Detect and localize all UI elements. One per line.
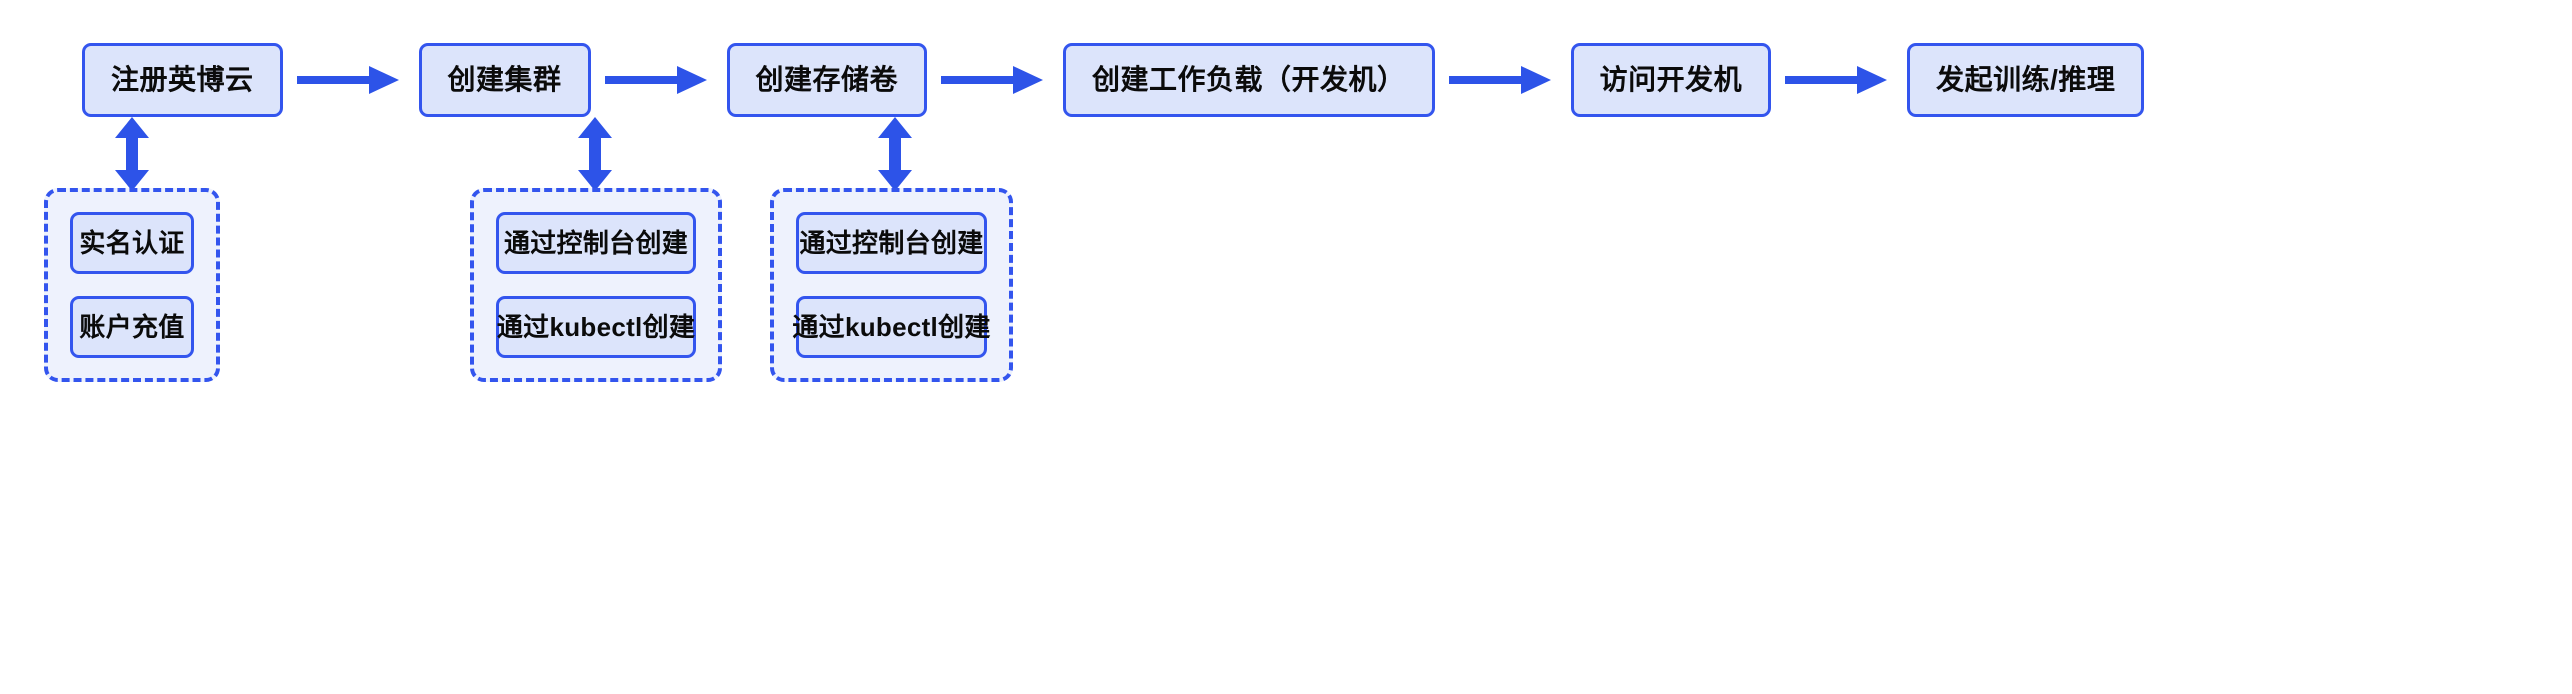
option-create-via-console[interactable]: 通过控制台创建: [796, 212, 987, 274]
arrow-shaft: [1785, 76, 1862, 84]
step-box-create-cluster[interactable]: 创建集群: [418, 43, 591, 117]
option-account-topup[interactable]: 账户充值: [70, 296, 194, 358]
arrow-shaft: [1448, 76, 1525, 84]
step-box-start-training[interactable]: 发起训练/推理: [1907, 43, 2145, 117]
arrow-head: [368, 66, 399, 94]
option-realname-verification[interactable]: 实名认证: [70, 212, 194, 274]
arrow-head: [1857, 66, 1888, 94]
arrow-shaft: [296, 76, 373, 84]
option-group-register: 实名认证 账户充值: [44, 188, 220, 382]
option-create-via-kubectl[interactable]: 通过kubectl创建: [496, 296, 696, 358]
arrow-up-down-icon: [578, 117, 612, 191]
option-create-via-console[interactable]: 通过控制台创建: [496, 212, 696, 274]
step-label: 发起训练/推理: [1936, 64, 2116, 95]
arrow-right-icon: [1785, 66, 1893, 94]
arrow-shaft: [889, 133, 901, 175]
arrow-shaft: [941, 76, 1018, 84]
arrow-right-icon: [296, 66, 405, 94]
option-label: 通过控制台创建: [799, 228, 984, 258]
step-label: 创建工作负载（开发机）: [1092, 64, 1406, 95]
option-label: 通过kubectl创建: [496, 312, 696, 342]
arrow-head-up: [115, 117, 149, 138]
option-create-via-kubectl[interactable]: 通过kubectl创建: [792, 296, 990, 358]
option-group-create-workload: 通过控制台创建 通过kubectl创建: [770, 188, 1013, 382]
option-label: 通过kubectl创建: [792, 312, 991, 342]
step-label: 创建集群: [447, 64, 562, 95]
step-box-create-workload[interactable]: 创建工作负载（开发机）: [1063, 43, 1435, 117]
option-label: 实名认证: [79, 228, 185, 258]
arrow-head-down: [578, 170, 612, 191]
step-label: 创建存储卷: [755, 64, 899, 95]
arrow-head-down: [115, 170, 149, 191]
arrow-shaft: [126, 133, 138, 175]
arrow-head: [676, 66, 707, 94]
option-label: 账户充值: [79, 312, 185, 342]
arrow-head-down: [878, 170, 912, 191]
step-box-create-volume[interactable]: 创建存储卷: [726, 43, 928, 117]
arrow-up-down-icon: [878, 117, 912, 191]
arrow-head-up: [578, 117, 612, 138]
option-label: 通过控制台创建: [503, 228, 689, 258]
arrow-shaft: [589, 133, 601, 175]
step-box-register[interactable]: 注册英博云: [82, 43, 283, 117]
arrow-right-icon: [604, 66, 713, 94]
step-label: 注册英博云: [111, 64, 254, 95]
option-group-create-volume: 通过控制台创建 通过kubectl创建: [470, 188, 722, 382]
step-box-access-devmachine[interactable]: 访问开发机: [1570, 43, 1772, 117]
arrow-right-icon: [941, 66, 1049, 94]
main-flow-row: 注册英博云 创建集群 创建存储卷 创建工作负载（开发机） 访问开: [0, 40, 2572, 120]
step-label: 访问开发机: [1599, 64, 1743, 95]
arrow-right-icon: [1448, 66, 1557, 94]
arrow-head-up: [878, 117, 912, 138]
arrow-up-down-icon: [115, 117, 149, 191]
arrow-shaft: [604, 76, 681, 84]
arrow-head: [1013, 66, 1044, 94]
arrow-head: [1520, 66, 1551, 94]
